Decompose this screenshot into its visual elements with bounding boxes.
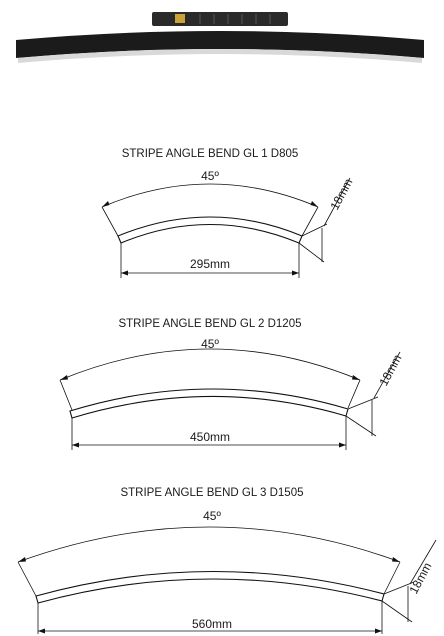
luminaire-profile xyxy=(69,388,349,419)
extension-line xyxy=(298,242,325,263)
angle-arrow-right xyxy=(352,375,360,380)
extension-line xyxy=(347,379,361,409)
product-photo xyxy=(16,12,424,63)
drawing-title: STRIPE ANGLE BEND GL 2 D1205 xyxy=(118,318,301,330)
width-arrow-left xyxy=(72,442,79,448)
drawing-gl3: STRIPE ANGLE BEND GL 3 D1505 45º 560mm 1… xyxy=(17,487,437,634)
width-label: 450mm xyxy=(190,430,230,444)
width-arrow-right xyxy=(292,270,299,276)
extension-line xyxy=(301,223,328,237)
adapter-accent xyxy=(175,14,185,23)
luminaire-profile xyxy=(117,216,303,244)
angle-arrow-right xyxy=(310,201,318,207)
drawing-title: STRIPE ANGLE BEND GL 3 D1505 xyxy=(120,487,303,499)
track-adapter xyxy=(152,12,288,26)
height-label: 18mm xyxy=(376,352,404,388)
angle-arrow-left xyxy=(102,201,110,207)
angle-label: 45º xyxy=(203,509,221,523)
luminaire-body xyxy=(16,31,424,58)
extension-line xyxy=(383,561,401,595)
width-arrow-left xyxy=(121,270,128,276)
width-arrow-right xyxy=(339,442,346,448)
extension-line xyxy=(381,600,413,623)
extension-line xyxy=(101,206,119,237)
luminaire-diffuser xyxy=(18,49,422,63)
extension-line xyxy=(301,206,319,237)
extension-line xyxy=(59,379,73,411)
width-arrow-left xyxy=(38,628,45,634)
extension-line xyxy=(347,396,379,410)
angle-dimension-arc xyxy=(101,183,319,208)
extension-line xyxy=(383,581,415,595)
drawing-gl2: STRIPE ANGLE BEND GL 2 D1205 45º 450mm 1… xyxy=(59,318,404,450)
height-leader-line xyxy=(323,177,351,227)
height-leader-line xyxy=(373,351,401,399)
width-label: 295mm xyxy=(190,257,230,271)
adapter-ribs xyxy=(199,14,271,24)
drawing-title: STRIPE ANGLE BEND GL 1 D805 xyxy=(122,148,299,160)
luminaire-profile xyxy=(35,570,385,604)
angle-arrow-left xyxy=(60,375,68,380)
extension-line xyxy=(345,415,377,437)
angle-label: 45º xyxy=(201,169,219,183)
angle-label: 45º xyxy=(201,337,219,351)
width-arrow-right xyxy=(375,628,382,634)
drawing-gl1: STRIPE ANGLE BEND GL 1 D805 45º 295mm 18… xyxy=(101,148,355,278)
angle-arrow-left xyxy=(18,557,26,562)
angle-arrow-right xyxy=(392,557,400,562)
height-leader-line xyxy=(409,539,437,585)
extension-line xyxy=(17,561,37,597)
width-label: 560mm xyxy=(192,617,232,631)
angle-dimension-arc xyxy=(59,348,361,381)
angle-dimension-arc xyxy=(17,526,401,563)
